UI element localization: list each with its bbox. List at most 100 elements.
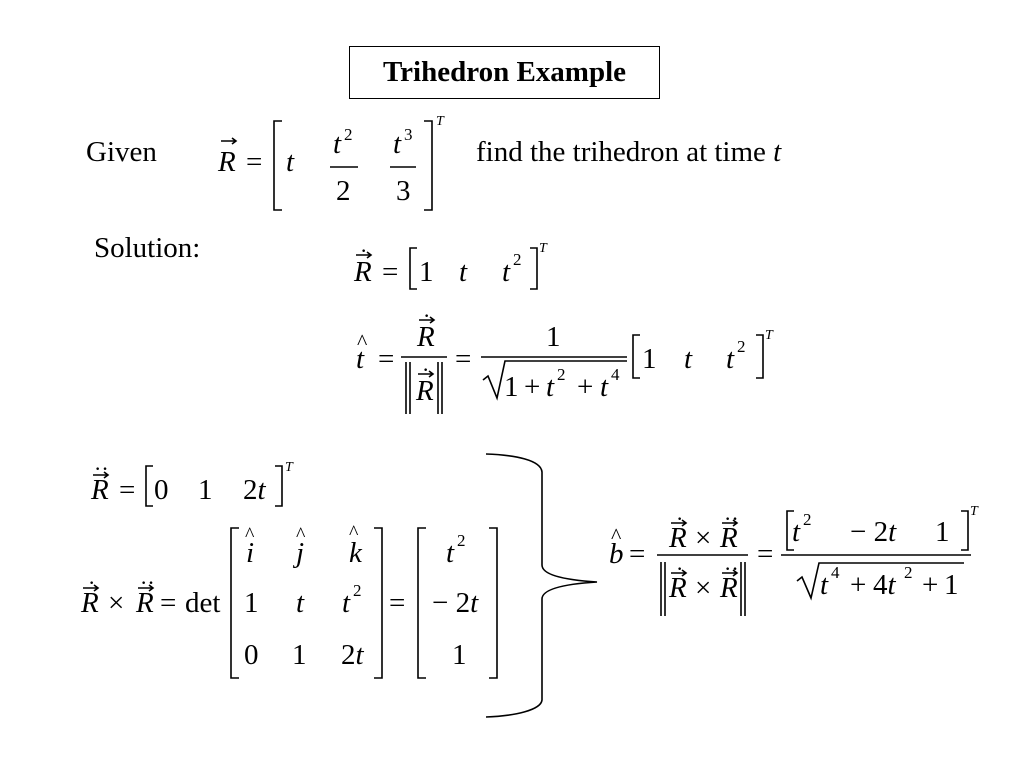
that-den-exp-4: 4 — [611, 365, 620, 384]
that-eq-2: = — [455, 343, 472, 375]
rddot-1: 1 — [198, 474, 213, 506]
cross-dot-1: · — [88, 570, 96, 595]
that-den-dot: · — [422, 357, 430, 382]
rdot-1: 1 — [419, 256, 434, 288]
bhat-r-t4: t — [820, 569, 829, 601]
solution-label: Solution: — [94, 232, 201, 264]
det-r3-1: 1 — [292, 639, 307, 671]
given-tail-text: find the trihedron at time t — [476, 136, 782, 168]
that-bracket-left — [632, 334, 640, 379]
that-den-t2: t — [546, 371, 555, 403]
bhat-bracket-right — [961, 510, 969, 551]
bhat-n-dot: · — [676, 506, 684, 531]
that-num-R: R — [417, 321, 435, 353]
bhat-d-times: × — [695, 572, 712, 604]
that-bracket-right — [756, 334, 764, 379]
rdot-eq: = — [382, 256, 399, 288]
that-radical — [482, 360, 627, 401]
vec-bracket-right — [489, 527, 498, 679]
cross-eq: = — [160, 587, 177, 619]
that-transpose: T — [765, 328, 773, 343]
given-den-3: 3 — [396, 175, 411, 207]
rdot-bracket-right — [530, 247, 538, 290]
det-k: k — [349, 537, 362, 569]
vec-t2: t — [446, 537, 455, 569]
rdot-R: R — [354, 256, 372, 288]
rddot-dots: ·· — [94, 456, 109, 481]
that-vec-1: 1 — [642, 343, 657, 375]
rddot-2t: 2t — [243, 474, 266, 506]
given-t2-num: t — [333, 128, 342, 160]
det-i-hat: ^ — [245, 524, 255, 546]
rddot-eq: = — [119, 474, 136, 506]
bhat-b: b — [609, 538, 624, 570]
bhat-transpose: T — [970, 504, 978, 519]
bhat-radical — [796, 562, 964, 601]
det-r2-t2: t — [342, 587, 351, 619]
vec-1: 1 — [452, 639, 467, 671]
bhat-r-exp-4: 4 — [831, 563, 840, 582]
given-bracket-left — [273, 120, 282, 211]
rdot-exp-2: 2 — [513, 250, 522, 269]
bhat-d-R2: R — [720, 572, 738, 604]
arrow-rdot — [356, 251, 373, 259]
cross-R2: R — [136, 587, 154, 619]
det-r2-1: 1 — [244, 587, 259, 619]
that-hat: ^ — [357, 329, 368, 354]
rdot-bracket-left — [409, 247, 417, 290]
arrow-bhat-n1 — [671, 519, 688, 527]
arrow-given — [221, 137, 238, 145]
given-t: t — [286, 146, 295, 178]
given-transpose: T — [436, 114, 444, 129]
bhat-bracket-left — [786, 510, 794, 551]
bhat-n-R2: R — [720, 522, 738, 554]
slide-title: Trihedron Example — [349, 46, 660, 99]
det-bracket-right — [374, 527, 383, 679]
bhat-d-dots: ·· — [724, 556, 739, 581]
given-exp-3: 3 — [404, 125, 413, 144]
that-num-dot: · — [423, 303, 431, 328]
rdot-t: t — [459, 256, 468, 288]
det-i: i — [246, 537, 255, 569]
rddot-bracket-right — [275, 465, 283, 507]
rdot-t2: t — [502, 256, 511, 288]
bhat-v-neg-2t: − 2t — [850, 516, 897, 548]
det-r3-2t: 2t — [341, 639, 364, 671]
bhat-d-dot: · — [676, 556, 684, 581]
vec-bracket-left — [417, 527, 426, 679]
that-den-1: 1 — [504, 371, 519, 403]
given-variable: t — [773, 136, 782, 168]
that-num-1: 1 — [546, 321, 561, 353]
rddot-transpose: T — [285, 460, 293, 475]
that-vec-exp-2: 2 — [737, 337, 746, 356]
bhat-r-4t2: 4t — [873, 569, 896, 601]
given-R: R — [218, 146, 236, 178]
bhat-n-dots: ·· — [724, 506, 739, 531]
bhat-r-exp-2: 2 — [904, 563, 913, 582]
arrow-bhat-d2 — [722, 569, 739, 577]
arrow-cross-1 — [83, 584, 100, 592]
given-eq: = — [246, 146, 263, 178]
given-exp-2: 2 — [344, 125, 353, 144]
arrow-that-num — [419, 316, 436, 324]
that-vec-t2: t — [726, 343, 735, 375]
that-den-plus-2: + — [577, 371, 594, 403]
that-vec-t: t — [684, 343, 693, 375]
given-den-2: 2 — [336, 175, 351, 207]
bhat-n-R1: R — [669, 522, 687, 554]
given-t3-num: t — [393, 128, 402, 160]
det-r3-0: 0 — [244, 639, 259, 671]
that-eq-1: = — [378, 343, 395, 375]
arrow-that-den — [418, 370, 435, 378]
det-j: j — [296, 537, 305, 569]
arrow-cross-2 — [138, 584, 155, 592]
bhat-r-plus-1: + — [850, 569, 867, 601]
rdot-transpose: T — [539, 241, 547, 256]
vec-exp-2: 2 — [457, 531, 466, 550]
bhat-r-1: 1 — [944, 569, 959, 601]
bhat-eq-1: = — [629, 538, 646, 570]
bhat-v-t2: t — [792, 516, 801, 548]
bhat-v-exp-2: 2 — [803, 510, 812, 529]
that-den-exp-2: 2 — [557, 365, 566, 384]
det-label: det — [185, 587, 221, 619]
